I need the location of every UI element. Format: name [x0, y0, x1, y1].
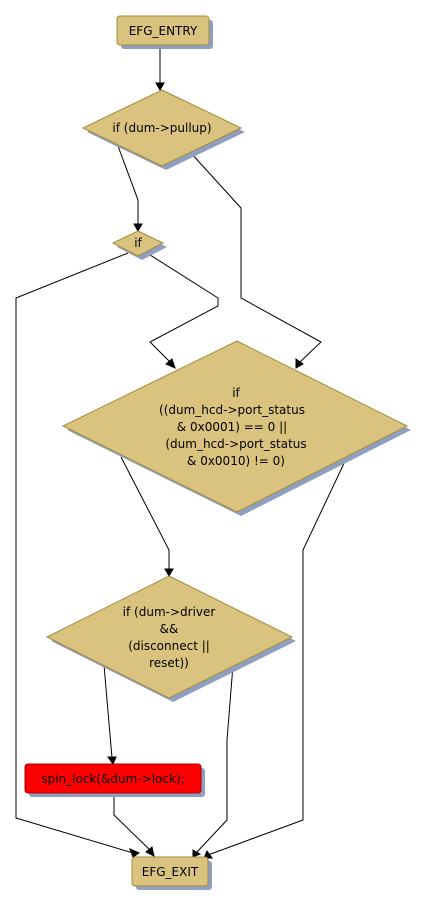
node-spin-lock: spin_lock(&dum->lock);: [24, 763, 205, 797]
arrowhead: [165, 358, 176, 369]
edge-spinlock-to-exit: [113, 793, 151, 851]
node-entry: EFG_ENTRY: [116, 15, 213, 49]
node-if-port-status-line-1: if: [232, 386, 240, 400]
node-if-driver-line-4: reset)): [149, 656, 189, 670]
node-if-port-status-line-3: & 0x0001) == 0 ||: [177, 420, 287, 434]
arrowhead: [155, 82, 165, 92]
edge-driver-to-exit: [196, 664, 234, 853]
node-if-driver-line-2: &&: [160, 622, 179, 636]
arrowhead: [164, 568, 174, 578]
node-if-pullup: if (dum->pullup): [81, 89, 245, 170]
node-if-small-label: if: [134, 236, 142, 250]
node-exit-box: [131, 856, 209, 887]
node-entry-box: [116, 15, 210, 46]
edge-if-to-port-status: [146, 252, 219, 363]
node-if-driver-diamond: [45, 575, 294, 699]
node-spin-lock-box: [24, 763, 202, 794]
edges: [15, 46, 348, 859]
node-if-port-status-line-4: (dum_hcd->port_status: [165, 437, 306, 451]
node-entry-label: EFG_ENTRY: [129, 24, 198, 38]
arrowhead: [145, 846, 155, 857]
node-if-small: if: [111, 230, 167, 260]
node-if-driver-line-3: (disconnect ||: [128, 639, 210, 653]
edge-pullup-to-port-status: [189, 151, 322, 363]
arrowhead: [133, 223, 143, 233]
node-if-port-status: if ((dum_hcd->port_status & 0x0001) == 0…: [61, 340, 411, 516]
node-if-port-status-line-5: & 0x0010) != 0): [187, 454, 285, 468]
edge-if-to-exit: [15, 252, 134, 854]
node-spin-lock-label: spin_lock(&dum->lock);: [41, 772, 184, 786]
node-if-port-status-line-2: ((dum_hcd->port_status: [159, 403, 305, 417]
arrowhead: [129, 848, 141, 858]
edge-port-status-to-exit: [207, 456, 348, 856]
edge-driver-to-spinlock: [103, 664, 113, 759]
edge-port-status-to-driver: [120, 456, 170, 570]
node-if-small-diamond: [111, 230, 165, 257]
edge-pullup-to-if: [117, 145, 139, 225]
arrowhead: [192, 849, 202, 858]
node-if-pullup-diamond: [81, 89, 243, 167]
node-if-port-status-diamond: [61, 340, 409, 513]
node-if-driver: if (dum->driver && (disconnect || reset)…: [45, 575, 296, 702]
node-exit-label: EFG_EXIT: [142, 865, 199, 879]
node-if-pullup-label: if (dum->pullup): [112, 121, 211, 135]
arrowhead: [107, 756, 117, 766]
arrowhead: [295, 358, 304, 369]
node-if-driver-line-1: if (dum->driver: [123, 605, 216, 619]
node-exit: EFG_EXIT: [131, 856, 212, 890]
